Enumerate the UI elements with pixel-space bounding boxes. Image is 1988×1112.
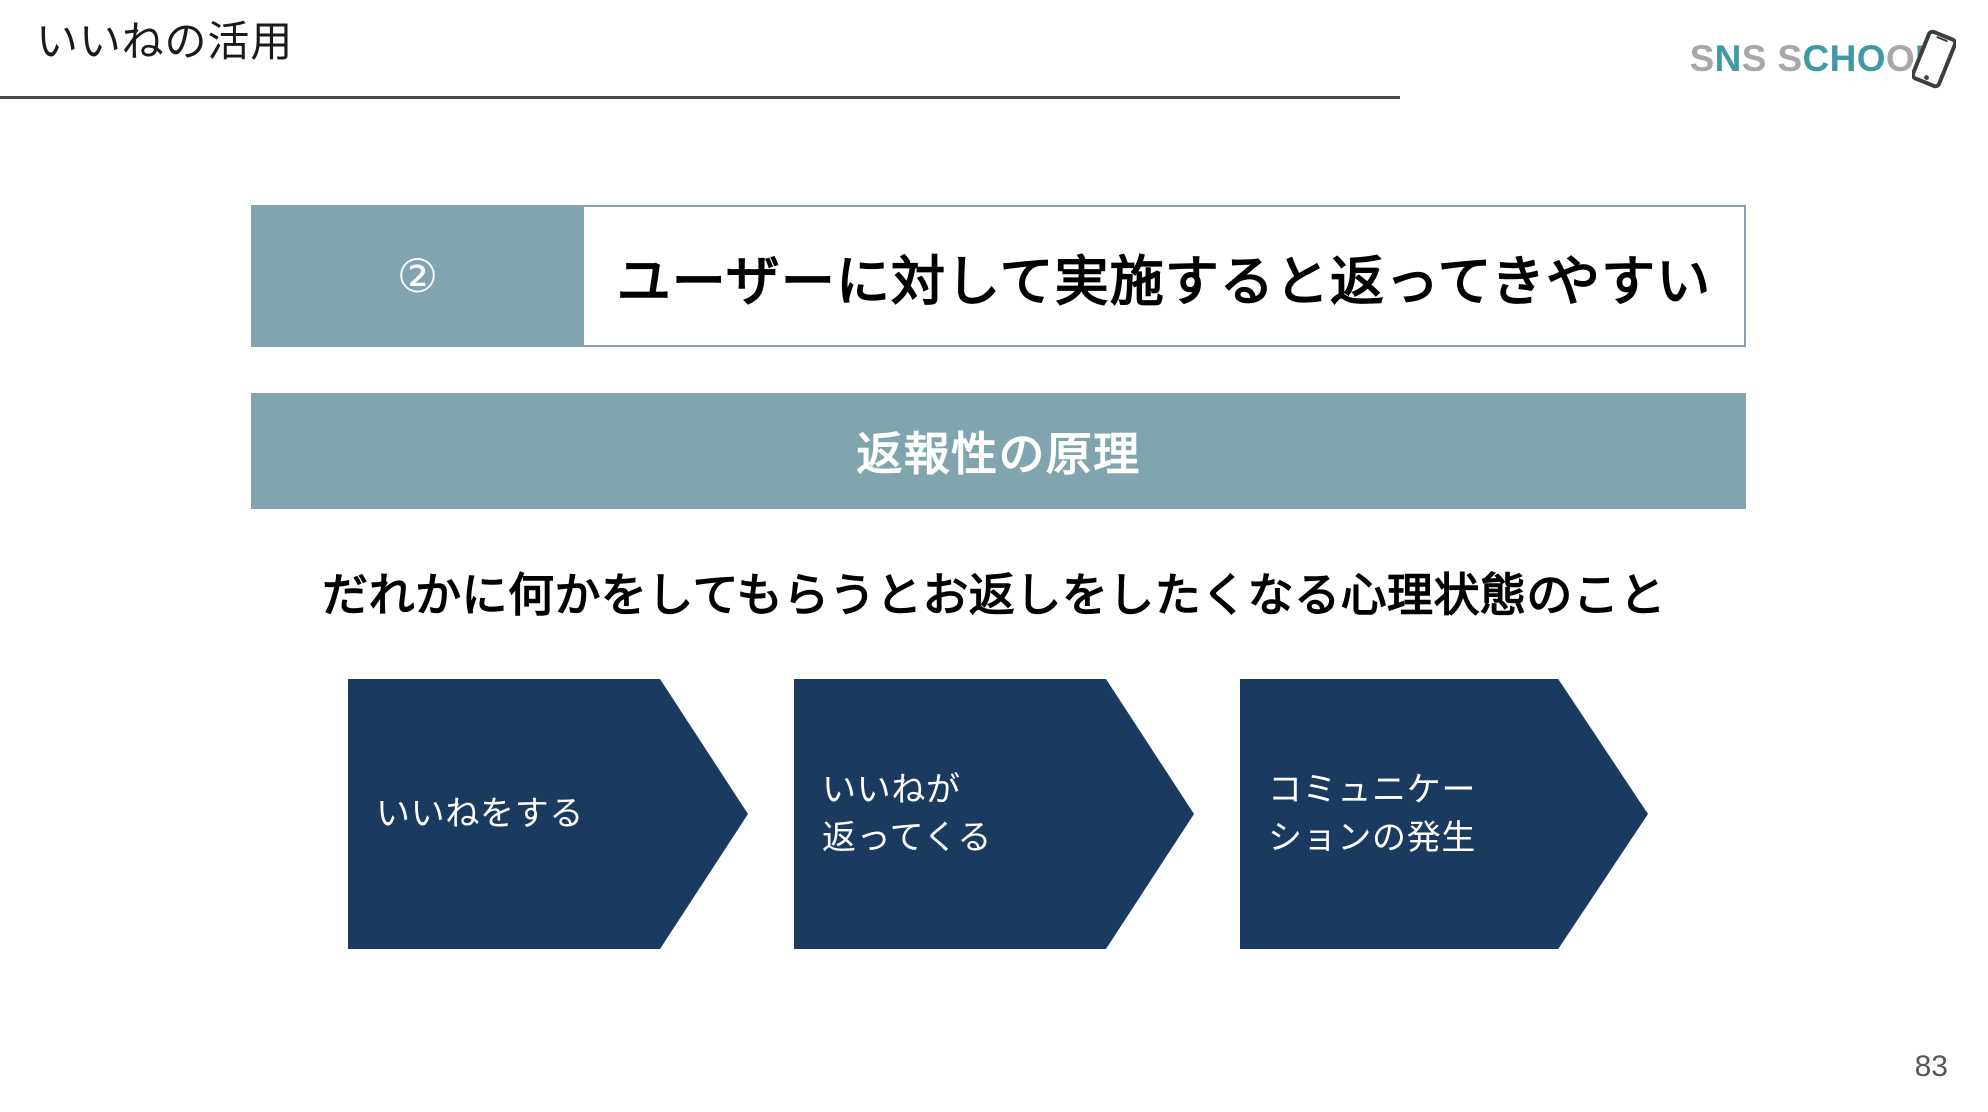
flow-step-2: いいねが 返ってくる — [794, 679, 1194, 949]
header-number-box: ② — [251, 205, 584, 347]
numbered-header-row: ② ユーザーに対して実施すると返ってきやすい — [251, 205, 1746, 347]
brand-logo-text: SNS SCHOOL — [1689, 38, 1938, 79]
header-text: ユーザーに対して実施すると返ってきやすい — [616, 251, 1712, 312]
header-number: ② — [396, 250, 439, 302]
smartphone-icon — [1912, 28, 1956, 90]
section-banner-label: 返報性の原理 — [856, 428, 1141, 480]
flow-step-1-label: いいねをする — [376, 794, 585, 833]
page-number: 83 — [1914, 1050, 1948, 1083]
flow-step-2-label: いいねが 返ってくる — [822, 770, 992, 857]
page-title: いいねの活用 — [36, 18, 294, 65]
section-banner: 返報性の原理 — [251, 393, 1746, 509]
process-flow: いいねをする いいねが 返ってくる コミュニケー ションの発生 — [348, 679, 1648, 949]
title-divider — [0, 96, 1400, 99]
flow-step-1: いいねをする — [348, 679, 748, 949]
flow-step-3-label: コミュニケー ションの発生 — [1268, 770, 1477, 857]
description-text: だれかに何かをしてもらうとお返しをしたくなる心理状態のこと — [322, 569, 1666, 621]
header-text-box: ユーザーに対して実施すると返ってきやすい — [584, 205, 1746, 347]
flow-step-3: コミュニケー ションの発生 — [1240, 679, 1648, 949]
brand-logo: SNS SCHOOL — [1689, 28, 1956, 89]
